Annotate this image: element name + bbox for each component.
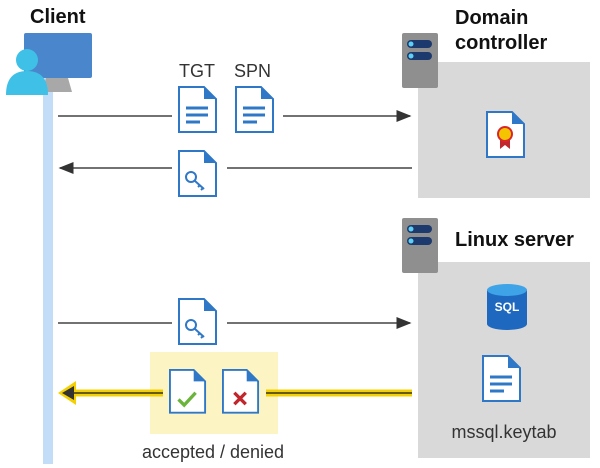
tgt-label: TGT [179,61,215,81]
certificate-doc-icon [486,111,525,158]
key-ticket-doc-icon-2 [178,298,217,345]
denied-doc-icon [221,369,260,414]
linux-server-icon [402,218,438,273]
client-lifeline [43,78,53,464]
spn-doc-icon [235,86,274,133]
domain-controller-label-1: Domain [455,7,529,29]
keytab-doc-icon [482,355,521,402]
client-label: Client [30,6,86,28]
keytab-label: mssql.keytab [451,422,557,442]
accepted-doc-icon [168,369,207,414]
spn-label: SPN [234,61,272,81]
accepted-denied-label: accepted / denied [141,442,285,462]
linux-server-label: Linux server [455,229,574,251]
client-computer-icon [6,33,92,95]
tgt-doc-icon [178,86,217,133]
key-ticket-doc-icon [178,150,217,197]
result-return-arrow [58,381,412,405]
sql-label: SQL [494,300,520,314]
domain-controller-label-2: controller [455,32,548,54]
domain-controller-server-icon [402,33,438,88]
sql-database-icon [487,284,527,330]
